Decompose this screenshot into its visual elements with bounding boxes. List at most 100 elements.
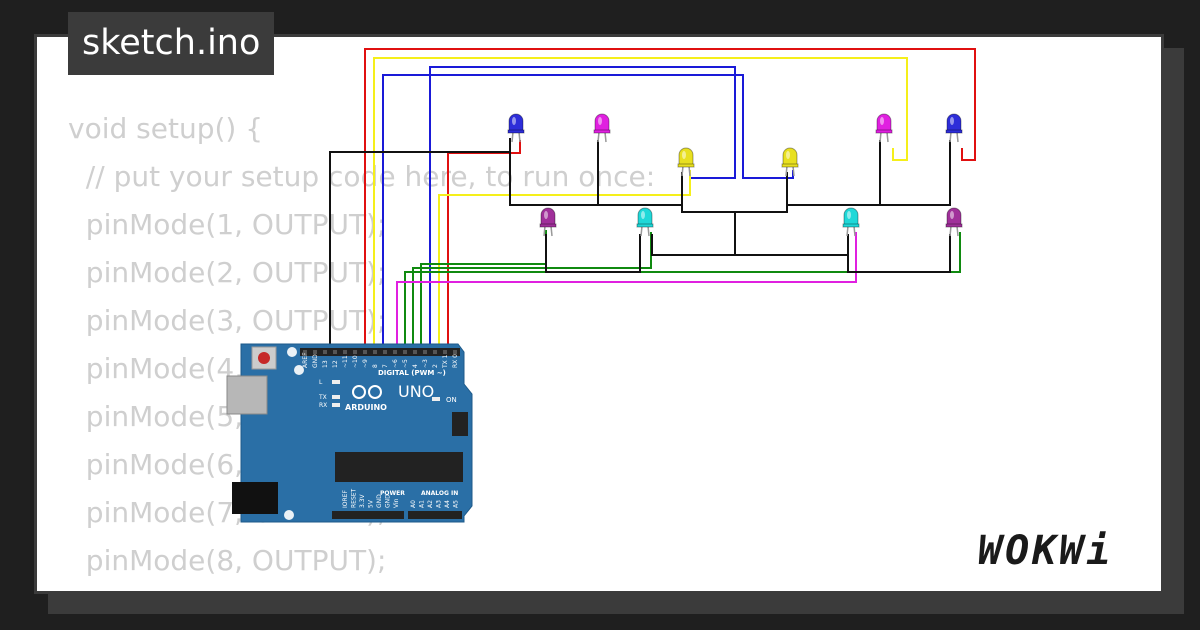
- code-line: // put your setup code here, to run once…: [68, 160, 656, 193]
- pin-label: ~3: [422, 359, 429, 368]
- model-label: UNO: [398, 382, 434, 401]
- pin-label: ~5: [402, 359, 409, 368]
- digital-header: [300, 348, 460, 356]
- header-pin[interactable]: [353, 350, 357, 354]
- analog-header: [408, 511, 462, 519]
- wokwi-logo: WOKWi: [978, 528, 1114, 574]
- wire-blue-1: [382, 74, 794, 350]
- wire-gnd-low2: [847, 234, 951, 273]
- pin-label: A2: [427, 500, 434, 508]
- pin-label: A1: [419, 500, 426, 508]
- status-led-label: TX: [318, 394, 327, 401]
- wire-gnd-top: [509, 138, 788, 213]
- led-yellow-2[interactable]: [781, 147, 799, 177]
- header-pin[interactable]: [373, 350, 377, 354]
- wire-gnd-mid: [651, 212, 736, 256]
- analog-label: ANALOG IN: [421, 490, 458, 497]
- pin-label: GND: [385, 494, 392, 508]
- header-pin[interactable]: [403, 350, 407, 354]
- status-led: [332, 395, 340, 399]
- status-led-label: RX: [319, 402, 327, 409]
- pin-label: IOREF: [342, 490, 349, 508]
- wire-gnd-blue2: [880, 140, 951, 206]
- pin-label: A0: [410, 500, 417, 508]
- digital-label: DIGITAL (PWM ~): [378, 369, 446, 377]
- led-yellow-1[interactable]: [677, 147, 695, 177]
- filename-tab[interactable]: sketch.ino: [68, 12, 275, 75]
- pin-label: ~6: [392, 359, 399, 368]
- pin-label: A3: [436, 500, 443, 508]
- pin-label: RESET: [351, 488, 358, 508]
- header-pin[interactable]: [453, 350, 457, 354]
- led-purple-2[interactable]: [945, 207, 963, 237]
- code-line: pinMode(1, OUTPUT);: [68, 208, 387, 241]
- pin-label: Vin: [393, 498, 400, 508]
- power-jack: [232, 482, 278, 514]
- wire-magenta-1: [396, 232, 857, 350]
- pin-label: 12: [332, 360, 339, 368]
- power-label: POWER: [380, 490, 405, 497]
- header-pin[interactable]: [333, 350, 337, 354]
- wire-yellow: [373, 57, 908, 350]
- led-cyan-1[interactable]: [636, 207, 654, 237]
- pin-label: 4: [412, 364, 419, 368]
- wires: [329, 48, 976, 350]
- pin-label: AREF: [302, 352, 309, 368]
- icsp-header: [452, 412, 468, 436]
- header-pin[interactable]: [323, 350, 327, 354]
- led-blue-1[interactable]: [507, 113, 525, 143]
- led-cyan-2[interactable]: [842, 207, 860, 237]
- header-pin[interactable]: [423, 350, 427, 354]
- header-pin[interactable]: [313, 350, 317, 354]
- brand-label: ARDUINO: [345, 403, 387, 412]
- wire-gnd-low: [545, 234, 641, 273]
- wire-green-2: [404, 232, 961, 350]
- header-pin[interactable]: [363, 350, 367, 354]
- power-header: [332, 511, 404, 519]
- arduino-logo-icon: [352, 385, 382, 399]
- led-magenta-2[interactable]: [875, 113, 893, 143]
- code-line: pinMode(3, OUTPUT);: [68, 304, 387, 337]
- header-pin[interactable]: [383, 350, 387, 354]
- header-pin[interactable]: [343, 350, 347, 354]
- pin-label: RX 0: [452, 354, 459, 368]
- on-led: [432, 397, 440, 401]
- pin-label: ~10: [352, 355, 359, 368]
- leds: [507, 113, 963, 237]
- wire-blue-2: [429, 66, 736, 350]
- atmega-chip: [335, 452, 463, 482]
- pin-label: A5: [453, 500, 460, 508]
- code-line: pinMode(2, OUTPUT);: [68, 256, 387, 289]
- header-pin[interactable]: [413, 350, 417, 354]
- led-blue-2[interactable]: [945, 113, 963, 143]
- wire-gnd-right: [787, 140, 881, 206]
- pin-label: ~9: [362, 359, 369, 368]
- wire-yellow-2: [438, 170, 691, 350]
- status-led: [332, 403, 340, 407]
- status-led: [332, 380, 340, 384]
- pin-label: TX 1: [442, 354, 449, 369]
- pin-label: 5V: [368, 499, 375, 508]
- pin-label: 3.3V: [359, 493, 366, 508]
- pin-label: 13: [322, 360, 329, 368]
- wire-red: [364, 48, 976, 350]
- header-pin[interactable]: [433, 350, 437, 354]
- header-pin[interactable]: [443, 350, 447, 354]
- status-led-label: L: [319, 379, 323, 386]
- pin-label: 8: [372, 364, 379, 368]
- usb-port: [226, 375, 268, 415]
- led-purple-1[interactable]: [539, 207, 557, 237]
- pin-label: GND: [312, 354, 319, 368]
- pin-label: ~11: [342, 355, 349, 368]
- code-line: void setup() {: [68, 112, 264, 145]
- led-magenta-1[interactable]: [593, 113, 611, 143]
- header-pin[interactable]: [303, 350, 307, 354]
- code-line: pinMode(8, OUTPUT);: [68, 544, 387, 577]
- pin-label: 7: [382, 364, 389, 368]
- pin-label: GND: [376, 494, 383, 508]
- on-label: ON: [446, 396, 457, 404]
- wire-gnd-mid2: [735, 234, 849, 256]
- header-pin[interactable]: [393, 350, 397, 354]
